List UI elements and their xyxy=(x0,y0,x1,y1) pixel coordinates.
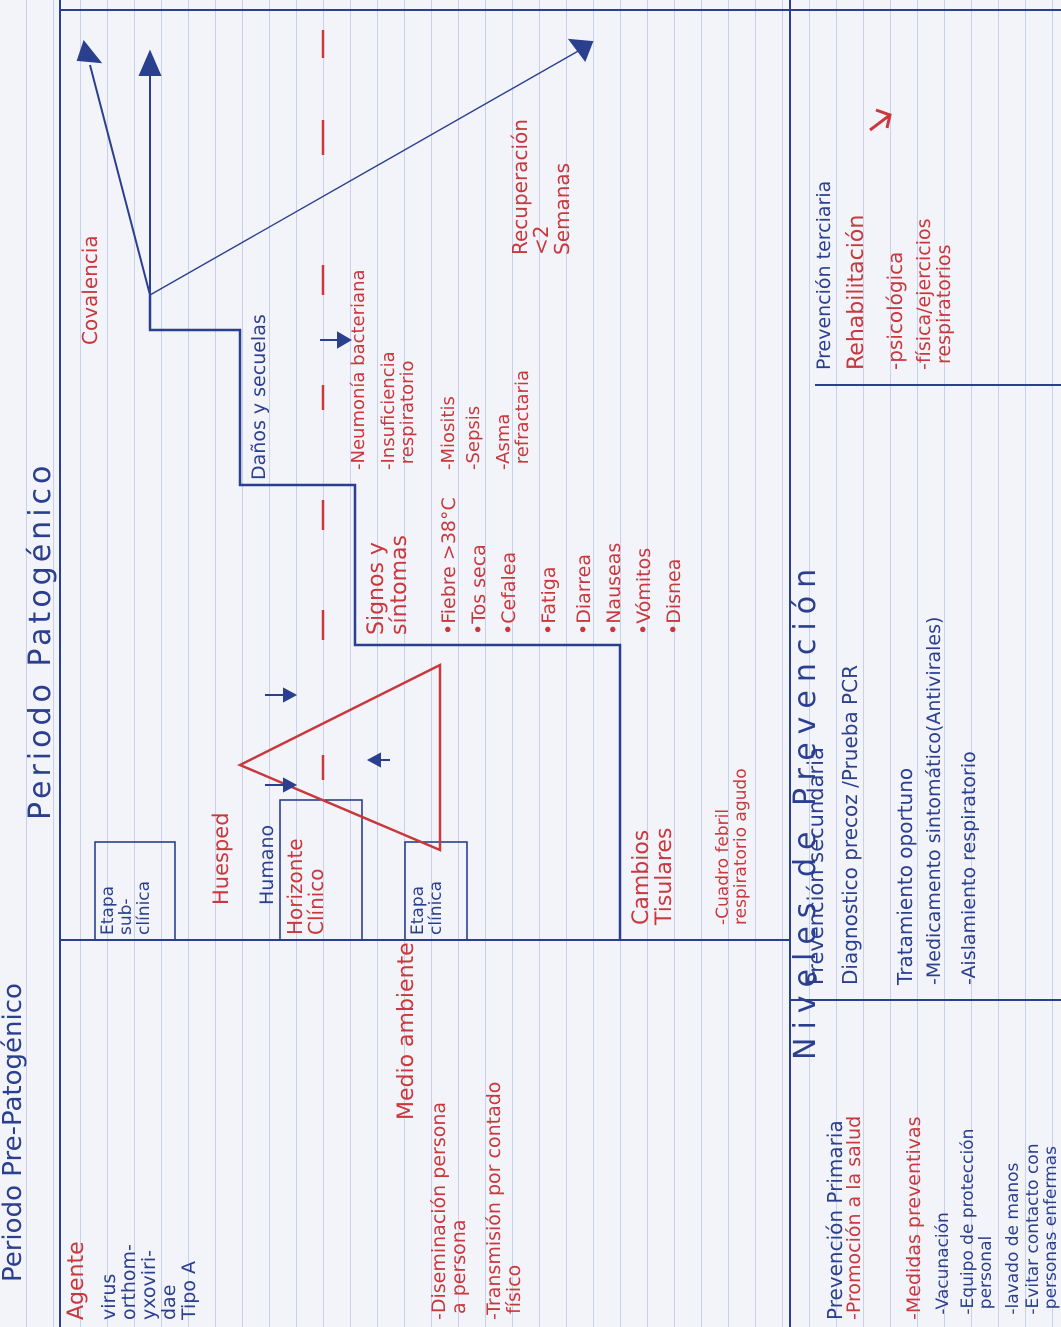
signs-label: Signos y síntomas xyxy=(364,535,413,635)
agent-label: Agente xyxy=(64,1241,89,1320)
subclinical-stage: Etapa sub- clínica xyxy=(98,880,154,935)
tertiary-item-2: -psicológica xyxy=(883,251,907,370)
tertiary-item-1: Rehabilitación xyxy=(844,214,869,370)
convalescence-label: Covalencia xyxy=(78,235,102,345)
epidemiological-triangle xyxy=(237,662,442,852)
subclinical-box xyxy=(94,841,176,941)
rehab-arrow-icon xyxy=(869,108,892,132)
disease-progression-curve xyxy=(148,295,622,940)
environment-label: Medio ambiente xyxy=(394,942,419,1120)
sign-item-6: •Nauseas xyxy=(603,542,625,635)
primary-item-5: -lavado de manos xyxy=(1003,1162,1023,1320)
tertiary-prevention-title: Prevención terciaria xyxy=(813,180,835,370)
primary-item-1: -Promoción a la salud xyxy=(843,1115,865,1320)
secondary-item-4: -Aislamiento respiratorio xyxy=(958,751,980,985)
environment-item-2: -Transmisión por contado físico xyxy=(483,1081,525,1320)
environment-item-1: -Diseminación persona a persona xyxy=(428,1101,470,1320)
sign-item-3: •Cefalea xyxy=(498,551,520,635)
primary-item-4: -Equipo de protección personal xyxy=(958,1128,996,1315)
damage-item-4: -Sepsis xyxy=(463,405,484,470)
secondary-prevention-title: Prevención secundaria xyxy=(804,747,828,985)
tertiary-item-3: -física/ejercicios respiratorios xyxy=(913,218,955,370)
sign-item-8: •Disnea xyxy=(663,558,685,635)
damage-item-5: -Asma refractaria xyxy=(493,370,533,470)
sign-item-7: •Vómitos xyxy=(633,547,655,635)
host-text: Humano xyxy=(256,824,278,905)
primary-item-3: -Vacunación xyxy=(933,1212,953,1320)
sign-item-1: •Fiebre >38°C xyxy=(438,497,460,635)
secondary-item-3: -Medicamento sintomático(Antivirales) xyxy=(923,616,945,985)
sign-item-4: •Fatiga xyxy=(538,566,560,635)
damage-item-1: -Neumonía bacteriana xyxy=(348,269,369,470)
triangle-arrows xyxy=(265,687,390,793)
damage-arrow xyxy=(320,331,352,349)
primary-item-2: -Medidas preventivas xyxy=(903,1116,925,1320)
changes-text: -Cuadro febril respiratorio agudo xyxy=(713,768,751,925)
pre-pathogenic-header: Periodo Pre-Patogénico xyxy=(0,983,28,1282)
clinical-horizon-label: Horizonte Clínico xyxy=(283,838,328,935)
clinical-box xyxy=(404,841,468,941)
secondary-item-1: Diagnostico precoz /Prueba PCR xyxy=(838,665,862,985)
changes-label: Cambios Tisulares xyxy=(629,827,678,925)
host-label: Huesped xyxy=(209,812,233,905)
recovery-text: Recuperación <2 Semanas xyxy=(508,119,574,255)
damage-item-2: -Insuficiencia respiratorio xyxy=(378,351,418,470)
damage-label: Daños y secuelas xyxy=(248,314,270,480)
sign-item-2: •Tos seca xyxy=(468,544,490,635)
clinical-stage: Etapa clínica xyxy=(408,880,446,935)
pathogenic-header: Periodo Patogénico xyxy=(23,461,58,820)
outcome-arrows xyxy=(76,38,594,296)
secondary-item-2: Tratamiento oportuno xyxy=(893,767,917,985)
agent-text: virus orthom- yxoviri- dae Tipo A xyxy=(98,1244,200,1320)
primary-item-6: -Evitar contacto con personas enfermas xyxy=(1023,1143,1061,1315)
sign-item-5: •Diarrea xyxy=(573,554,595,635)
damage-item-3: -Miositis xyxy=(438,396,459,470)
